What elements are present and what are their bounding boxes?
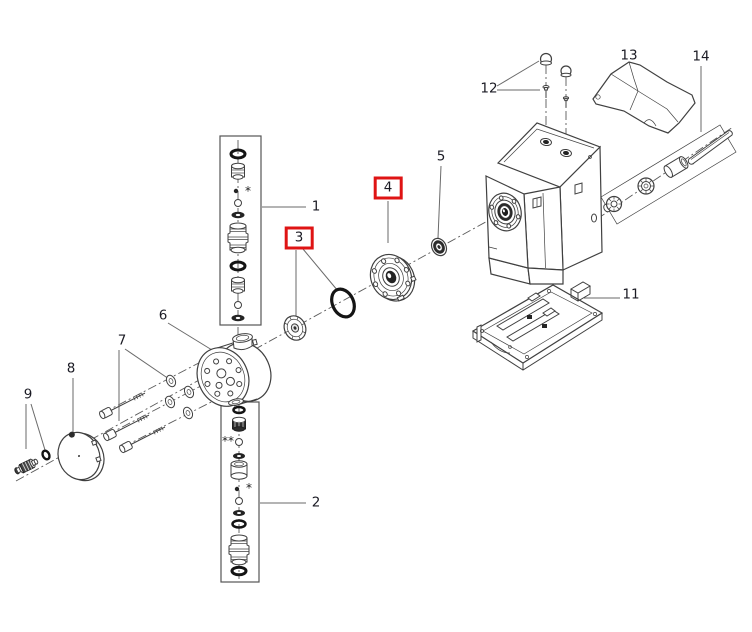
suction-tube-icon: [687, 130, 733, 165]
valve-stack-bottom-group: [220, 401, 260, 583]
dome-cap-icon: [560, 65, 572, 78]
part-label-3-highlighted: 3: [284, 226, 314, 250]
head-bolts: [99, 374, 195, 454]
part-label-13: 13: [620, 47, 638, 64]
dome-cap-icon: [539, 52, 553, 66]
part-label-7: 7: [117, 332, 127, 349]
part-label-5: 5: [436, 148, 446, 165]
tube-kit-group: [600, 124, 737, 225]
base-plate: [471, 281, 604, 371]
threaded-union-icon: [227, 222, 249, 254]
motor-top-ports: [540, 137, 592, 159]
diaphragm-disc: [57, 431, 105, 482]
threaded-union-icon: [228, 534, 250, 566]
flange-bolt-holes: [371, 257, 411, 297]
asterisk-marker: *: [245, 184, 251, 198]
valve-cap-icon: [232, 416, 246, 432]
asterisk-marker: *: [246, 481, 252, 495]
valve-stack-top-group: [219, 135, 262, 326]
plate-latch: [570, 281, 591, 302]
shaft-washer: [430, 237, 448, 257]
center-axis-lines: [15, 65, 734, 582]
bolt-icon: [119, 426, 166, 454]
part-label-11: 11: [622, 286, 640, 303]
pump-head: [196, 333, 272, 407]
bleed-fitting-group: [14, 449, 51, 475]
bolt-washers: [164, 374, 195, 420]
ball-icon: [233, 188, 239, 194]
ball-icon: [235, 438, 243, 446]
ball-icon: [234, 301, 242, 309]
plate-holes: [480, 289, 597, 359]
part-label-2: 2: [311, 494, 321, 511]
cap-screws-group: [539, 52, 572, 108]
knurled-nut-icon: [637, 177, 655, 195]
bolt-icon: [99, 392, 146, 420]
o-ring-icon: [230, 565, 248, 577]
ball-icon: [234, 199, 242, 207]
tube-kit-outline: [600, 124, 737, 225]
o-ring-icon: [231, 519, 247, 529]
o-ring-icon: [229, 260, 247, 272]
part-label-6: 6: [158, 307, 168, 324]
cover-bracket: [592, 61, 696, 134]
bolt-icon: [103, 414, 150, 442]
o-ring-icon: [229, 148, 247, 160]
seal-washer-icon: [283, 315, 307, 341]
ball-icon: [235, 497, 243, 505]
part-label-12: 12: [480, 80, 498, 97]
double-asterisk-marker: **: [222, 434, 234, 448]
screw-icon: [562, 96, 570, 108]
part-label-8: 8: [66, 360, 76, 377]
valve-seat-cylinder-icon: [230, 460, 248, 480]
seal-kit-group: [283, 287, 356, 341]
foot-valve-icon: [603, 195, 623, 213]
motor-body: [485, 122, 603, 285]
valve-fitting-icon: [231, 162, 245, 180]
disc-notch: [68, 431, 75, 438]
part-label-1: 1: [311, 198, 321, 215]
o-ring-icon: [330, 287, 356, 319]
motor-shaft-boss: [488, 192, 522, 232]
bleed-fitting-icon: [14, 458, 39, 475]
o-ring-icon: [41, 449, 51, 461]
part-label-14: 14: [692, 48, 710, 65]
leader-lines: [25, 60, 702, 504]
valve-fitting-icon: [231, 276, 245, 294]
part-label-4-highlighted: 4: [373, 176, 403, 200]
o-ring-icon: [232, 405, 246, 415]
part-label-9: 9: [23, 386, 33, 403]
hose-sleeve-icon: [663, 156, 689, 178]
pump-head-top-port: [232, 333, 258, 351]
flange: [369, 253, 417, 302]
ball-icon: [234, 486, 240, 492]
screw-icon: [542, 85, 550, 98]
motor-latches: [488, 182, 597, 269]
